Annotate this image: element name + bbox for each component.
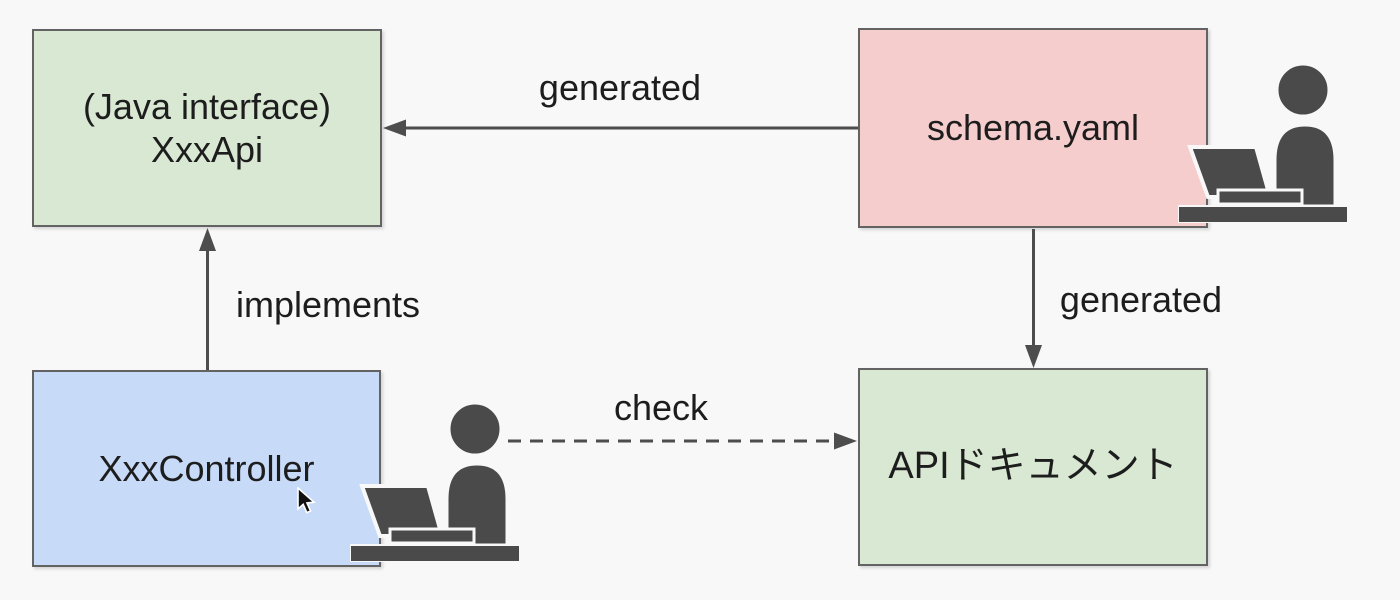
edge-label-implements: implements xyxy=(235,284,421,325)
arrow-check-dashed xyxy=(508,432,857,450)
node-api-document: APIドキュメント xyxy=(858,368,1208,566)
arrowhead-right-icon xyxy=(834,432,857,450)
arrowhead-up-icon xyxy=(199,228,216,251)
node-label: XxxController xyxy=(98,447,315,489)
node-label-line1: (Java interface) xyxy=(82,85,332,127)
node-schema-yaml: schema.yaml xyxy=(858,28,1208,228)
node-label: schema.yaml xyxy=(926,107,1140,149)
arrowhead-left-icon xyxy=(383,119,406,137)
mouse-cursor-icon xyxy=(297,487,316,514)
edge-label-generated-vertical: generated xyxy=(1059,279,1223,320)
person-at-laptop-icon xyxy=(1178,63,1348,223)
arrowhead-down-icon xyxy=(1025,345,1042,368)
person-at-laptop-icon xyxy=(350,402,520,562)
node-xxx-controller: XxxController xyxy=(32,370,381,567)
node-java-interface-xxxapi: (Java interface) XxxApi xyxy=(32,29,382,227)
arrow-generated-horizontal xyxy=(383,119,858,137)
arrow-generated-vertical xyxy=(1025,229,1042,368)
arrow-implements xyxy=(199,228,216,370)
edge-label-generated-horizontal: generated xyxy=(538,67,702,108)
edge-label-check: check xyxy=(613,387,709,428)
node-label: APIドキュメント xyxy=(888,445,1178,488)
node-label-line2: XxxApi xyxy=(150,129,264,170)
